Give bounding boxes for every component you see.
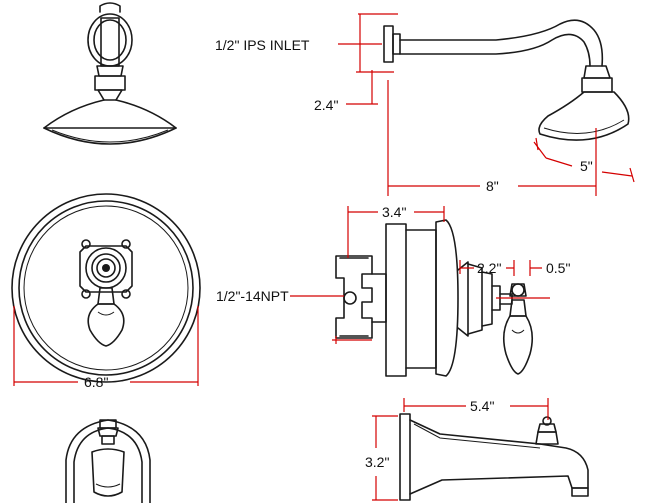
side-view-dimensions <box>338 13 635 196</box>
handle-offset-label: 0.5" <box>546 260 570 276</box>
valve-side-dimensions <box>290 206 550 344</box>
trim-depth-label: 3.4" <box>382 204 406 220</box>
showerhead-front-view <box>43 2 177 145</box>
escutcheon-front-view <box>11 193 201 383</box>
valve-side-view <box>335 219 534 377</box>
tub-spout-front-view <box>65 419 151 503</box>
spout-length-label: 5.4" <box>470 398 494 414</box>
arm-rise-label: 2.4" <box>314 97 338 113</box>
plate-diameter-dimension <box>13 306 199 386</box>
handle-projection-label: 2.2" <box>477 260 501 276</box>
plate-diameter-label: 6.8" <box>84 374 108 390</box>
tub-spout-dimensions <box>372 398 549 501</box>
npt-inlet-label: 1/2"-14NPT <box>216 288 289 304</box>
head-diameter-label: 5" <box>580 158 593 174</box>
spout-height-label: 3.2" <box>365 454 389 470</box>
tub-spout-side-view <box>399 413 589 501</box>
ips-inlet-label: 1/2" IPS INLET <box>215 37 310 53</box>
showerhead-side-view <box>383 19 630 141</box>
arm-reach-label: 8" <box>486 178 499 194</box>
